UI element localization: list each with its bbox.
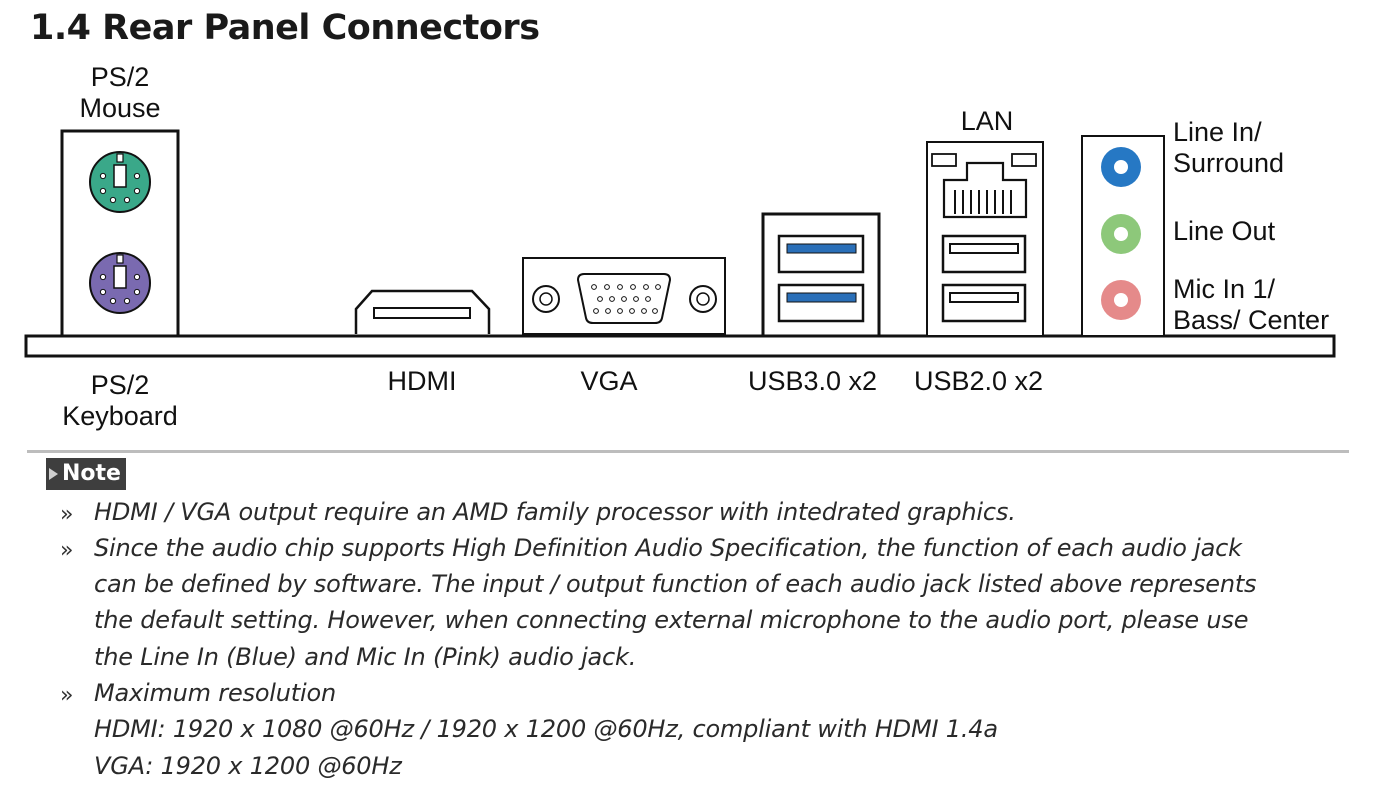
hdmi-port xyxy=(354,289,491,334)
note-badge: Note xyxy=(46,458,126,490)
lan-label: LAN xyxy=(960,106,1014,136)
line-in-label: Line In/ Surround xyxy=(1173,117,1284,179)
note-line: HDMI: 1920 x 1080 @60Hz / 1920 x 1200 @6… xyxy=(94,715,998,743)
mic-in-label-line2: Bass/ Center xyxy=(1173,305,1330,335)
note-line: Since the audio chip supports High Defin… xyxy=(94,534,1242,562)
note-arrow-icon xyxy=(49,468,58,480)
ps2-mouse-port xyxy=(89,151,151,213)
audio-jack-stack xyxy=(1081,135,1165,337)
vga-label: VGA xyxy=(580,366,638,396)
ps2-keyboard-label-line2: Keyboard xyxy=(62,401,178,431)
rear-panel-diagram xyxy=(24,129,1336,358)
note-bullet: » xyxy=(60,538,74,563)
ps2-mouse-label: PS/2 Mouse xyxy=(60,62,180,124)
note-line: the default setting. However, when conne… xyxy=(94,606,1249,634)
ps2-mouse-label-line2: Mouse xyxy=(79,93,161,123)
lan-usb2-stack xyxy=(926,141,1044,337)
ps2-keyboard-label: PS/2 Keyboard xyxy=(50,370,190,432)
usb3-label: USB3.0 x2 xyxy=(748,366,878,396)
page-title: 1.4 Rear Panel Connectors xyxy=(30,8,540,48)
note-line: Maximum resolution xyxy=(94,679,336,707)
line-out-label: Line Out xyxy=(1173,216,1276,246)
note-line: HDMI / VGA output require an AMD family … xyxy=(94,498,1016,526)
note-bullet: » xyxy=(60,683,74,708)
hdmi-label: HDMI xyxy=(387,366,457,396)
section-divider xyxy=(27,450,1349,453)
usb2-label: USB2.0 x2 xyxy=(914,366,1044,396)
ps2-mouse-label-line1: PS/2 xyxy=(90,62,150,92)
line-in-label-line2: Surround xyxy=(1173,148,1285,178)
note-label: Note xyxy=(62,461,121,486)
vga-port xyxy=(522,257,726,335)
note-line: can be defined by software. The input / … xyxy=(94,570,1257,598)
mic-in-label-line1: Mic In 1/ xyxy=(1173,274,1276,304)
note-line: the Line In (Blue) and Mic In (Pink) aud… xyxy=(94,643,637,671)
note-bullet: » xyxy=(60,502,74,527)
ps2-keyboard-port xyxy=(89,252,151,314)
line-in-label-line1: Line In/ xyxy=(1173,117,1262,147)
io-shield-bar xyxy=(24,334,1336,358)
note-line: VGA: 1920 x 1200 @60Hz xyxy=(94,752,402,780)
usb3-port-stack xyxy=(761,212,881,338)
mic-in-label: Mic In 1/ Bass/ Center xyxy=(1173,274,1329,336)
ps2-keyboard-label-line1: PS/2 xyxy=(90,370,150,400)
ps2-connector-block xyxy=(60,129,180,338)
